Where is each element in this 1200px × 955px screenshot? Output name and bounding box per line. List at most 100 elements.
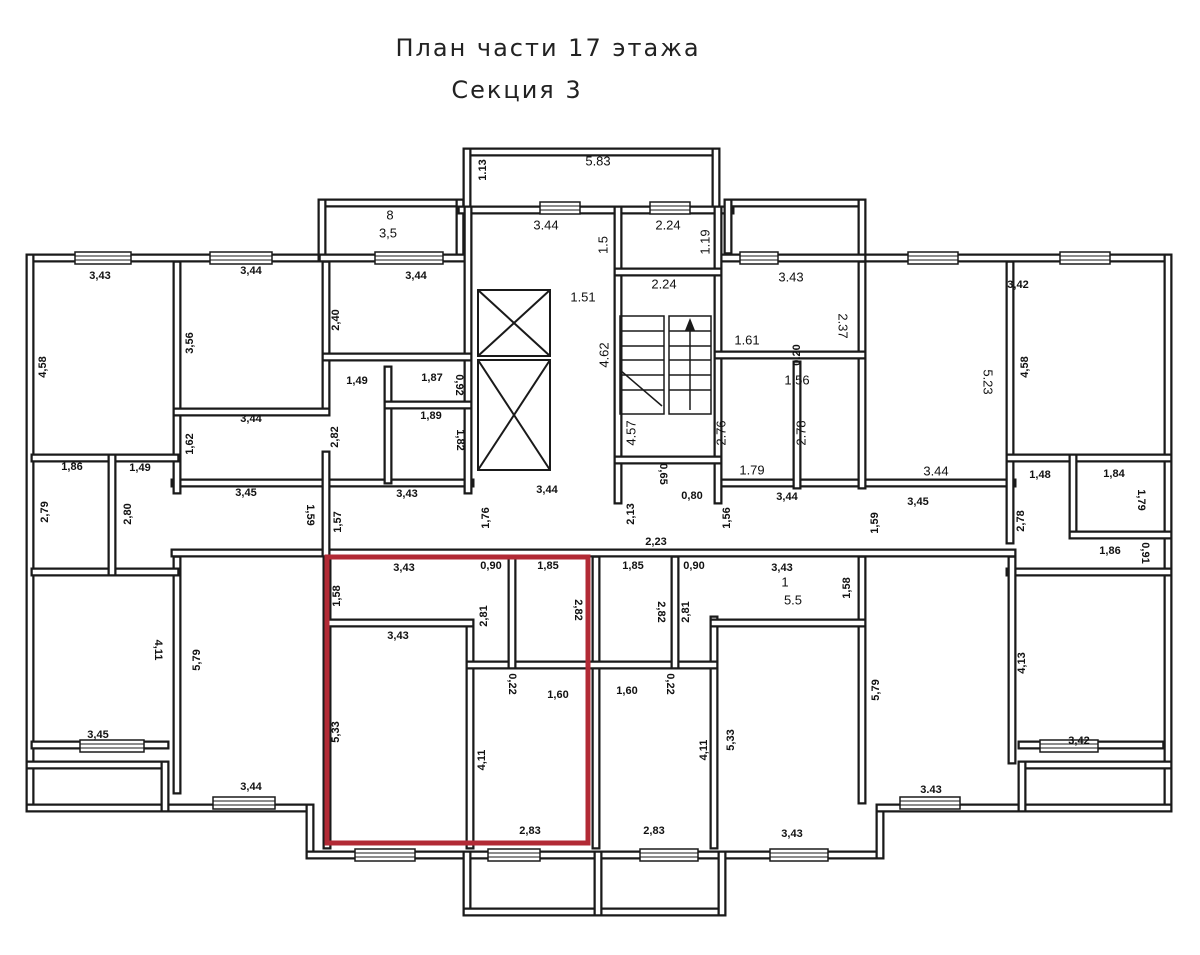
dimension-label: 5.83: [585, 153, 610, 168]
dimension-label: 2,83: [643, 825, 664, 837]
dimension-label: 1,84: [1103, 468, 1125, 480]
dimension-label: 2,82: [655, 601, 667, 622]
dimension-label: 2.37: [836, 313, 851, 338]
dimension-label: 0.20: [791, 344, 803, 365]
dimension-label: 4,11: [152, 640, 164, 661]
dimension-label: 2,13: [625, 503, 637, 524]
dimension-label: 3,5: [379, 225, 397, 240]
window: [639, 848, 699, 862]
dimension-label: 1,58: [331, 585, 343, 606]
dimension-label: 3,43: [387, 630, 408, 642]
dimension-label: 3,44: [240, 265, 262, 277]
dimension-label: 1,87: [421, 372, 442, 384]
dimension-label: 1.5: [595, 236, 610, 254]
window: [539, 201, 581, 215]
dimension-label: 4,11: [698, 740, 710, 761]
dimension-label: 5.23: [981, 369, 996, 394]
dimension-label: 2,23: [645, 536, 666, 548]
dimension-label: 1.51: [570, 289, 595, 304]
window: [649, 201, 691, 215]
dimension-label: 1.61: [734, 332, 759, 347]
dimension-label: 2.78: [793, 420, 808, 445]
plan-title: План части 17 этажа: [395, 34, 701, 62]
dimension-label: 2,40: [330, 309, 342, 330]
dimension-label: 4,11: [476, 750, 488, 771]
dimension-label: 0,65: [657, 463, 669, 484]
dimension-label: 0,22: [664, 673, 676, 694]
dimension-label: 3,44: [776, 491, 798, 503]
window: [907, 251, 959, 265]
dimension-label: 4,13: [1016, 652, 1028, 673]
dimension-label: 2.76: [713, 420, 728, 445]
window: [1059, 251, 1111, 265]
dimension-label: 3,45: [907, 496, 928, 508]
dimension-label: 3.43: [920, 784, 941, 796]
dimension-label: 5.5: [784, 592, 802, 607]
dimension-label: 1,85: [537, 560, 558, 572]
dimension-label: 1,76: [480, 507, 492, 528]
dimension-label: 1,85: [622, 560, 643, 572]
dimension-label: 5,79: [191, 649, 203, 670]
dimension-label: 2.24: [651, 276, 676, 291]
dimension-label: 4.62: [596, 342, 611, 367]
dimension-label: 1,49: [129, 462, 150, 474]
dimension-label: 1,89: [420, 410, 441, 422]
dimension-label: 0,90: [480, 560, 501, 572]
dimension-label: 3.43: [778, 269, 803, 284]
window: [354, 848, 416, 862]
dimension-label: 5,33: [330, 721, 342, 742]
dimension-label: 1,62: [184, 433, 196, 454]
dimension-label: 2,81: [478, 605, 490, 626]
dimension-label: 1.79: [739, 462, 764, 477]
dimension-label: 3,44: [240, 413, 262, 425]
dimension-label: 1,86: [1099, 545, 1120, 557]
dimension-label: 2,82: [329, 426, 341, 447]
dimension-label: 1,79: [1135, 489, 1147, 510]
dimension-label: 3,45: [235, 487, 256, 499]
window: [212, 796, 276, 810]
dimension-label: 2,78: [1015, 510, 1027, 531]
dimension-label: 1,86: [61, 461, 82, 473]
window: [1039, 739, 1099, 753]
dimension-label: 3,44: [536, 484, 558, 496]
dimension-label: 2,79: [39, 501, 51, 522]
dimension-label: 1,57: [332, 511, 344, 532]
dimension-label: 3,44: [240, 781, 262, 793]
dimension-label: 3.44: [533, 217, 558, 232]
dimension-label: 0,22: [506, 673, 518, 694]
dimension-label: 1,58: [841, 577, 853, 598]
dimension-label: 3,56: [184, 332, 196, 353]
windows: [74, 201, 1111, 862]
window: [74, 251, 132, 265]
dimension-label: 1,49: [346, 375, 367, 387]
elevator-shaft-2: [477, 359, 551, 471]
window: [899, 796, 961, 810]
dimension-label: 3,45: [87, 729, 108, 741]
dimension-label: 4,58: [1019, 356, 1031, 377]
dimension-label: 2.24: [655, 217, 680, 232]
dimension-label: 2,80: [122, 503, 134, 524]
dimension-label: 1,59: [304, 504, 316, 525]
dimension-label: 1,60: [616, 685, 637, 697]
window: [739, 251, 779, 265]
dimension-label: 2,81: [680, 601, 692, 622]
window: [374, 251, 444, 265]
window: [79, 739, 145, 753]
dimension-label: 1,56: [721, 507, 733, 528]
window: [769, 848, 829, 862]
dimension-label: 1,48: [1029, 469, 1050, 481]
dimension-label: 1.13: [477, 159, 489, 180]
dimension-label: 1,82: [454, 429, 466, 450]
dimension-label: 0,90: [683, 560, 704, 572]
dimension-label: 0,92: [453, 374, 465, 395]
highlighted-apartment-outline: [324, 554, 591, 846]
dimension-label: 3,43: [771, 562, 792, 574]
dimension-label: 3,43: [781, 828, 802, 840]
dimension-label: 8: [386, 207, 393, 222]
dimension-label: 3,44: [405, 270, 427, 282]
dimension-label: 3,43: [393, 562, 414, 574]
dimension-label: 3,43: [89, 270, 110, 282]
dimension-label: 3.44: [923, 463, 948, 478]
